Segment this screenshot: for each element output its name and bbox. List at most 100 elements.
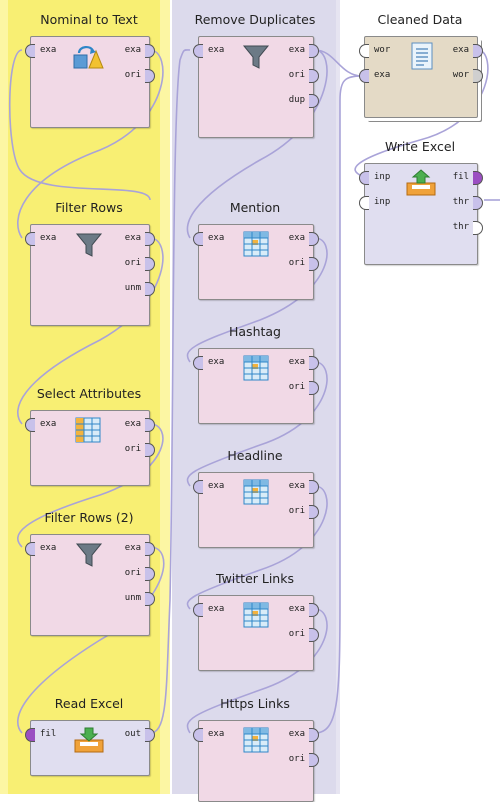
import-tray-icon: [74, 727, 104, 753]
input-port[interactable]: [359, 196, 369, 210]
port-label: fil: [40, 729, 57, 739]
output-port[interactable]: [309, 356, 319, 370]
output-port[interactable]: [145, 443, 155, 457]
port-label: wor: [452, 70, 469, 80]
port-label: dup: [288, 95, 305, 105]
port-label: exa: [40, 419, 57, 429]
output-port[interactable]: [145, 728, 155, 742]
output-port[interactable]: [145, 418, 155, 432]
input-port[interactable]: [25, 418, 35, 432]
port-label: exa: [288, 45, 305, 55]
input-port[interactable]: [359, 44, 369, 58]
port-label: ori: [124, 258, 141, 268]
port-label: exa: [208, 357, 225, 367]
port-label: ori: [288, 754, 305, 764]
input-port[interactable]: [193, 44, 203, 58]
operator-title: Headline: [227, 448, 283, 463]
port-label: exa: [124, 543, 141, 553]
port-label: thr: [452, 197, 469, 207]
port-label: exa: [40, 543, 57, 553]
operator-title: Cleaned Data: [377, 12, 463, 27]
port-label: inp: [374, 172, 391, 182]
port-label: unm: [124, 593, 141, 603]
output-port[interactable]: [145, 232, 155, 246]
port-label: exa: [208, 729, 225, 739]
port-label: exa: [288, 481, 305, 491]
output-port[interactable]: [145, 282, 155, 296]
input-port[interactable]: [193, 356, 203, 370]
port-label: inp: [374, 197, 391, 207]
output-port[interactable]: [309, 44, 319, 58]
output-port[interactable]: [309, 257, 319, 271]
port-label: exa: [208, 481, 225, 491]
port-label: unm: [124, 283, 141, 293]
export-tray-icon: [406, 169, 436, 196]
table-grid-icon: [243, 231, 269, 257]
output-port[interactable]: [145, 44, 155, 58]
operator-title: Remove Duplicates: [194, 12, 316, 27]
output-port[interactable]: [309, 505, 319, 519]
output-port[interactable]: [309, 728, 319, 742]
port-label: ori: [288, 70, 305, 80]
port-label: wor: [374, 45, 391, 55]
input-port[interactable]: [25, 542, 35, 556]
operator-title: Read Excel: [54, 696, 124, 711]
port-label: exa: [374, 70, 391, 80]
operator-title: Mention: [229, 200, 281, 215]
output-port[interactable]: [309, 69, 319, 83]
input-port[interactable]: [193, 232, 203, 246]
input-port[interactable]: [25, 728, 35, 742]
operator-title: Nominal to Text: [40, 12, 138, 27]
output-port[interactable]: [145, 69, 155, 83]
port-label: exa: [208, 233, 225, 243]
port-label: exa: [288, 729, 305, 739]
output-port[interactable]: [473, 171, 483, 185]
operator-title: Filter Rows: [55, 200, 123, 215]
output-port[interactable]: [473, 44, 483, 58]
port-label: exa: [208, 45, 225, 55]
port-label: ori: [288, 506, 305, 516]
port-label: exa: [288, 604, 305, 614]
input-port[interactable]: [359, 69, 369, 83]
output-port[interactable]: [145, 592, 155, 606]
port-label: exa: [40, 233, 57, 243]
port-label: ori: [288, 258, 305, 268]
port-label: ori: [124, 568, 141, 578]
output-port[interactable]: [145, 542, 155, 556]
input-port[interactable]: [193, 480, 203, 494]
port-label: exa: [288, 357, 305, 367]
output-port[interactable]: [309, 232, 319, 246]
port-label: ori: [288, 629, 305, 639]
operator-title: Twitter Links: [216, 571, 294, 586]
output-port[interactable]: [473, 196, 483, 210]
port-label: exa: [288, 233, 305, 243]
input-port[interactable]: [193, 728, 203, 742]
document-icon: [411, 42, 433, 70]
port-label: exa: [124, 45, 141, 55]
output-port[interactable]: [145, 567, 155, 581]
port-label: exa: [40, 45, 57, 55]
input-port[interactable]: [359, 171, 369, 185]
output-port[interactable]: [309, 480, 319, 494]
type-conversion-icon: [73, 46, 104, 69]
port-label: exa: [208, 604, 225, 614]
output-port[interactable]: [473, 69, 483, 83]
input-port[interactable]: [193, 603, 203, 617]
funnel-icon: [75, 543, 103, 567]
output-port[interactable]: [145, 257, 155, 271]
port-label: exa: [124, 419, 141, 429]
output-port[interactable]: [473, 221, 483, 235]
input-port[interactable]: [25, 44, 35, 58]
funnel-icon: [75, 233, 103, 257]
output-port[interactable]: [309, 381, 319, 395]
output-port[interactable]: [309, 753, 319, 767]
output-port[interactable]: [309, 94, 319, 108]
table-grid-icon: [243, 727, 269, 753]
port-label: ori: [124, 444, 141, 454]
output-port[interactable]: [309, 603, 319, 617]
input-port[interactable]: [25, 232, 35, 246]
operator-title: Select Attributes: [36, 386, 142, 401]
port-label: ori: [288, 382, 305, 392]
output-port[interactable]: [309, 628, 319, 642]
table-grid-icon: [243, 355, 269, 381]
